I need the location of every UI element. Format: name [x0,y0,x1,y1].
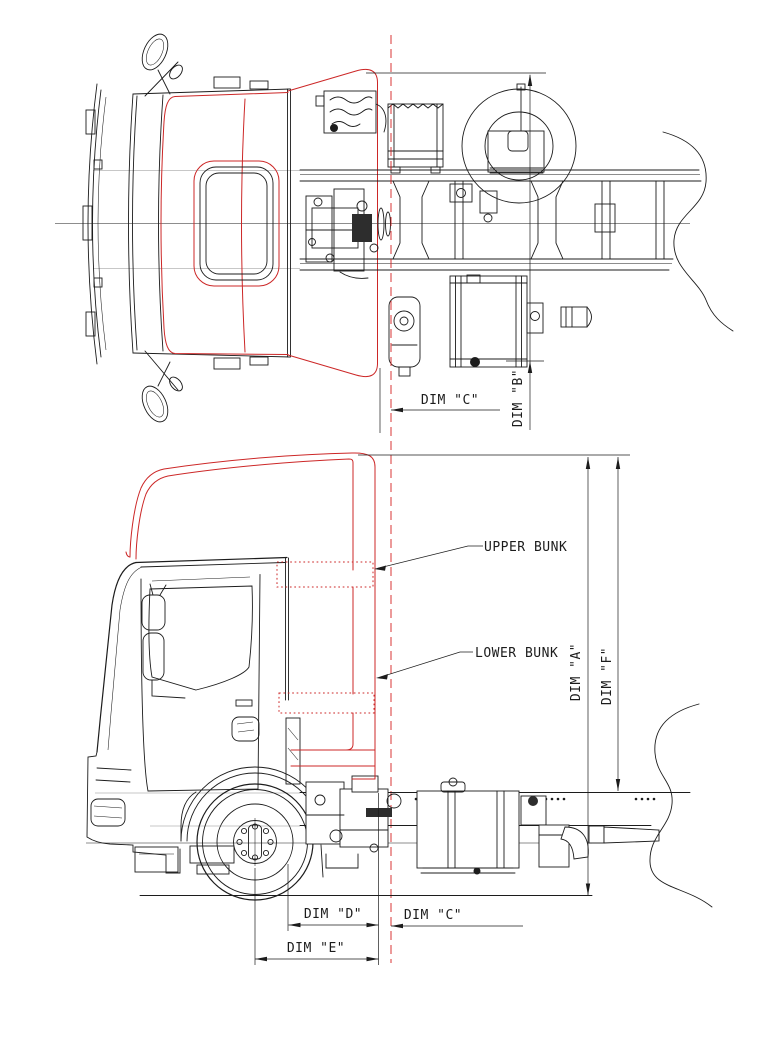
cab-side-view [86,556,330,878]
lower-bunk-annotation: LOWER BUNK [376,646,558,680]
front-bumper-top-view [82,83,107,365]
dim-d-label: DIM "D" [304,907,362,922]
engine-top-view [305,188,391,279]
powertrain-side-view [305,775,402,869]
dimension-f: DIM "F" [600,457,621,791]
chassis-accessories-top-view [526,302,592,334]
battery-box-top-view [387,103,444,174]
fuel-tank-top-view [449,274,528,368]
side-view: UPPER BUNK LOWER BUNK DIM "A" DIM "F" [86,452,713,965]
dimension-c-bottom: DIM "C" [391,908,523,929]
dim-b-label: DIM "B" [511,369,526,427]
chassis-rails-top-view [299,169,702,271]
dimension-e: DIM "E" [255,941,379,962]
red-sleeper-outline-side-view [125,452,376,780]
mirror-top-left [141,33,183,97]
dim-f-label: DIM "F" [600,647,615,705]
dimension-a: DIM "A" [358,454,630,896]
dim-a-label: DIM "A" [569,643,584,701]
dimension-d: DIM "D" [288,907,379,928]
spare-wheel-top-view [461,83,577,204]
rear-accessories-side-view [520,795,660,868]
top-view: DIM "C" DIM "B" [55,33,734,433]
mirror-bottom-left [141,350,183,423]
crossmembers-top-view [392,180,665,260]
frame-break-side-view [649,703,713,908]
dimension-b-top: DIM "B" [366,72,546,430]
upper-bunk-outline [276,561,374,588]
dimension-c-top: DIM "C" [379,368,500,433]
cab-top-view [128,76,291,370]
dim-c-top-label: DIM "C" [421,393,479,408]
red-cab-outline-top-view [160,68,378,378]
dim-c-bottom-label: DIM "C" [404,908,462,923]
roof-hatch [199,166,274,281]
fuel-tank-side-view [416,777,520,875]
upper-bunk-label: UPPER BUNK [484,540,567,555]
dimension-extension-lines [254,793,379,965]
frame-break-top-view [662,131,734,332]
air-intake-top-view [315,90,387,134]
air-tank-top-view [388,296,421,377]
lower-bunk-outline [278,692,375,714]
lower-bunk-label: LOWER BUNK [475,646,558,661]
upper-bunk-annotation: UPPER BUNK [374,540,567,571]
dim-e-label: DIM "E" [287,941,345,956]
